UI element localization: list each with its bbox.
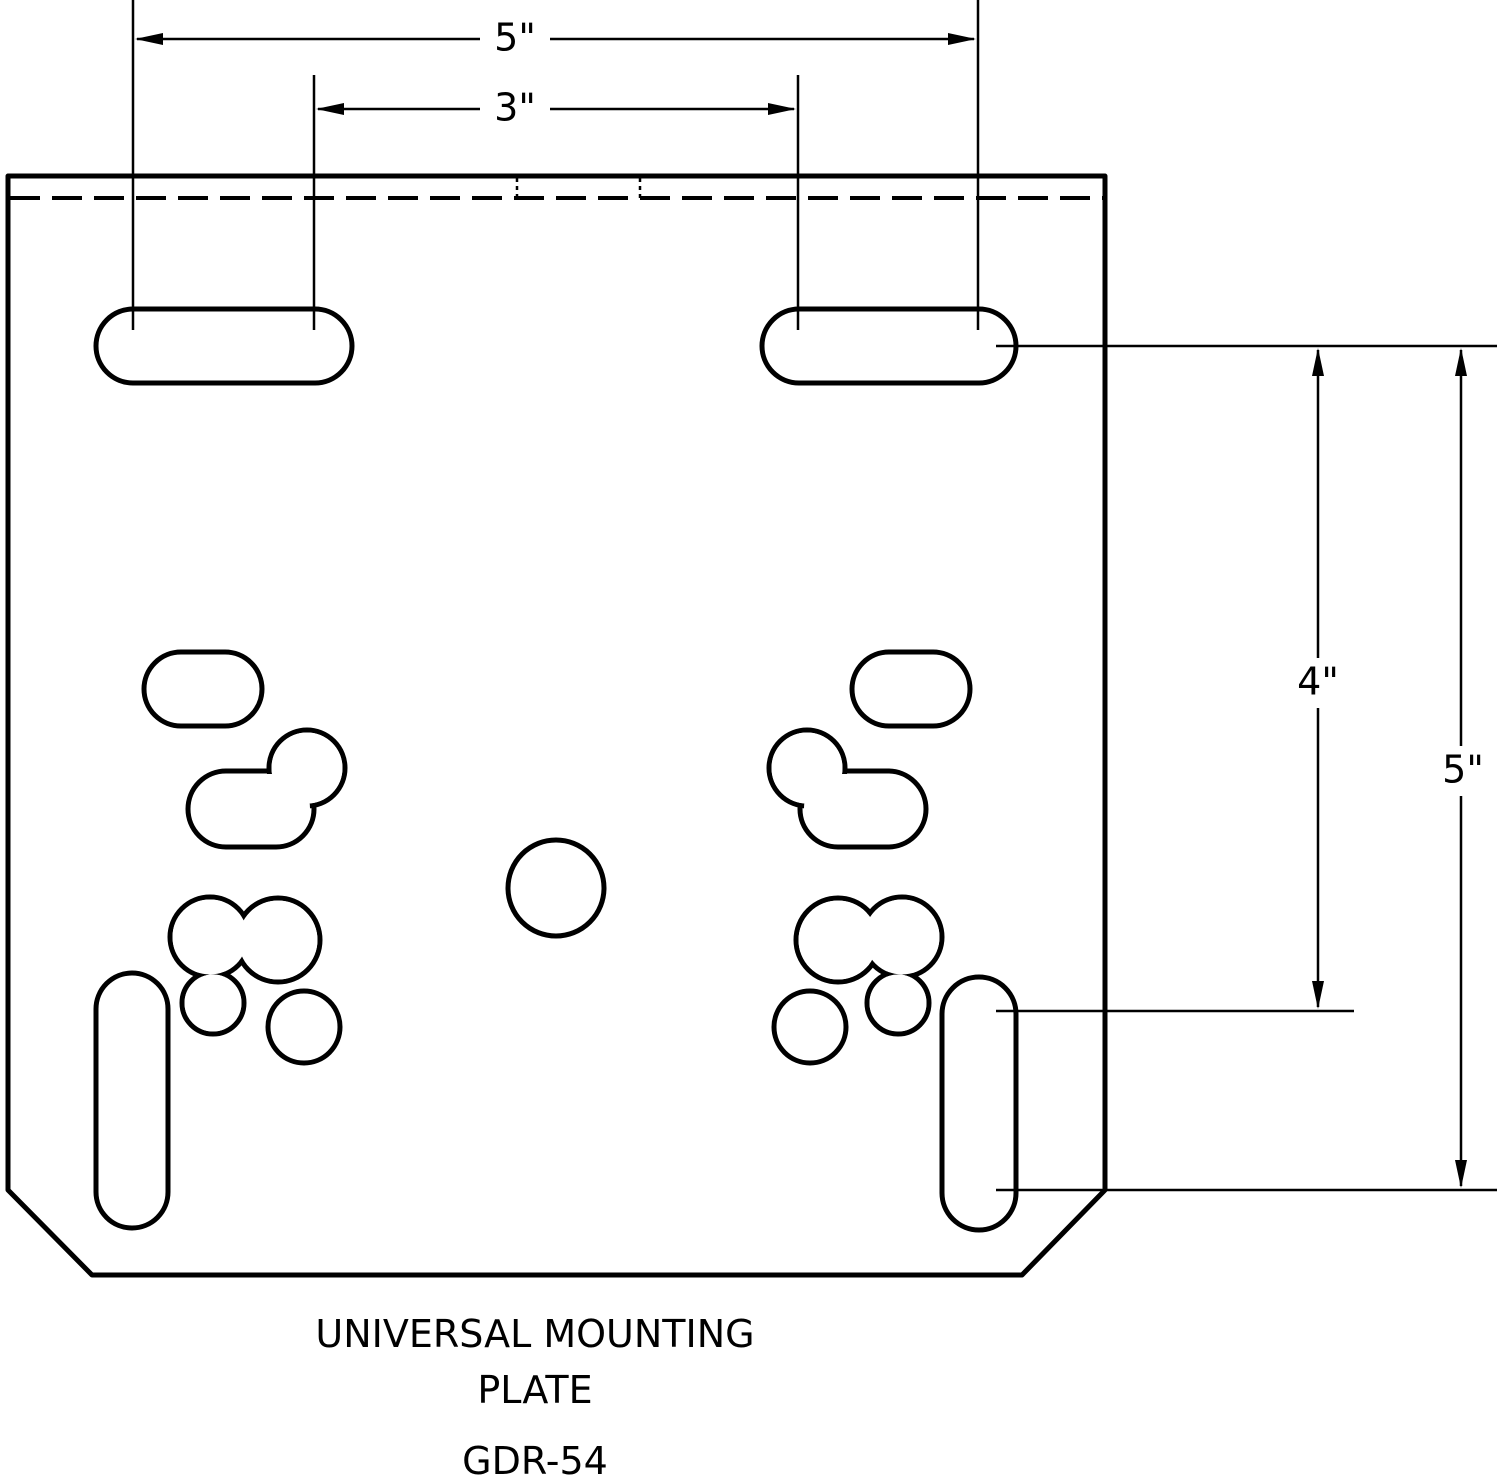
oval-hole-left bbox=[141, 649, 265, 729]
dimension-top-outer: 5" bbox=[131, 0, 980, 330]
slot-bottom-left bbox=[93, 970, 171, 1231]
dimension-top-inner: 3" bbox=[312, 75, 800, 330]
dim-label-top-inner: 3" bbox=[494, 86, 536, 130]
keyhole-upper-left bbox=[185, 727, 348, 850]
title-line-2: PLATE bbox=[477, 1368, 592, 1412]
round-hole-lower-right bbox=[771, 988, 849, 1066]
slot-bottom-right bbox=[939, 974, 1019, 1233]
clover-hole-right bbox=[793, 894, 945, 1037]
model-number: GDR-54 bbox=[462, 1439, 608, 1482]
dimension-right-outer: 5" bbox=[1433, 348, 1489, 1188]
center-hole bbox=[505, 837, 607, 939]
dim-label-right-outer: 5" bbox=[1442, 748, 1484, 792]
keyhole-upper-right bbox=[766, 727, 929, 850]
dim-label-top-outer: 5" bbox=[494, 16, 536, 60]
dim-label-right-inner: 4" bbox=[1297, 660, 1339, 704]
clover-hole-left bbox=[167, 894, 323, 1037]
oval-hole-right bbox=[849, 649, 973, 729]
title-line-1: UNIVERSAL MOUNTING bbox=[315, 1312, 754, 1356]
dimension-right-inner: 4" bbox=[1290, 348, 1346, 1009]
bend-notch bbox=[515, 178, 642, 198]
plate-outline bbox=[5, 173, 1108, 1278]
slot-top-left bbox=[93, 306, 355, 386]
round-hole-lower-left bbox=[265, 988, 343, 1066]
